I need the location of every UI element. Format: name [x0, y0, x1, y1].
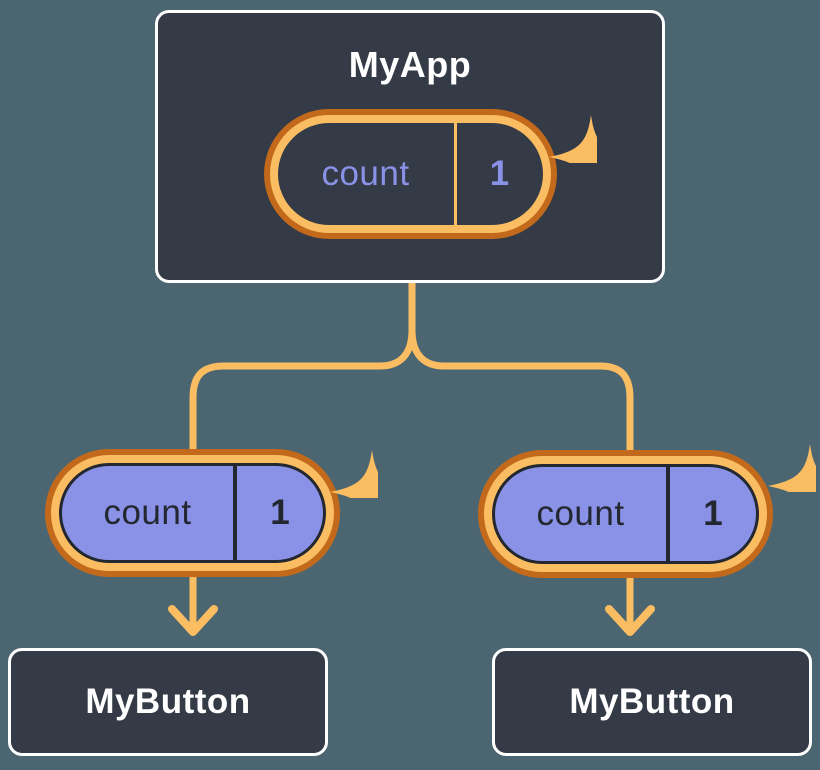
arrow-down-icon	[605, 605, 655, 636]
state-pill-left: count 1	[45, 449, 340, 577]
mybutton-node-right: MyButton	[492, 648, 812, 756]
mybutton-title: MyButton	[569, 682, 735, 721]
myapp-node: MyApp count 1	[155, 10, 665, 283]
state-value: 1	[703, 494, 723, 533]
state-value: 1	[489, 154, 510, 193]
state-pill-core: count 1	[59, 463, 326, 563]
sparkle-icon	[768, 444, 816, 492]
state-value: 1	[270, 493, 290, 532]
state-pill-divider	[233, 466, 237, 560]
state-pill-core: count 1	[277, 123, 543, 225]
arrow-down-icon	[168, 605, 218, 636]
state-pill-core: count 1	[492, 464, 759, 564]
mybutton-node-left: MyButton	[8, 648, 328, 756]
state-pill-root: count 1	[263, 109, 557, 239]
state-pill-divider	[666, 467, 670, 561]
branch-right-line	[408, 278, 634, 635]
state-label: count	[321, 154, 410, 193]
state-pill-right: count 1	[478, 450, 773, 578]
state-label: count	[536, 494, 625, 533]
sparkle-icon	[549, 115, 597, 163]
sparkle-icon	[330, 450, 378, 498]
state-pill-divider	[453, 123, 457, 225]
mybutton-title: MyButton	[85, 682, 251, 721]
state-pill-ring: count 1	[269, 115, 551, 233]
state-pill-ring: count 1	[51, 455, 334, 571]
myapp-title: MyApp	[348, 44, 472, 85]
state-label: count	[103, 493, 192, 532]
state-pill-ring: count 1	[484, 456, 767, 572]
